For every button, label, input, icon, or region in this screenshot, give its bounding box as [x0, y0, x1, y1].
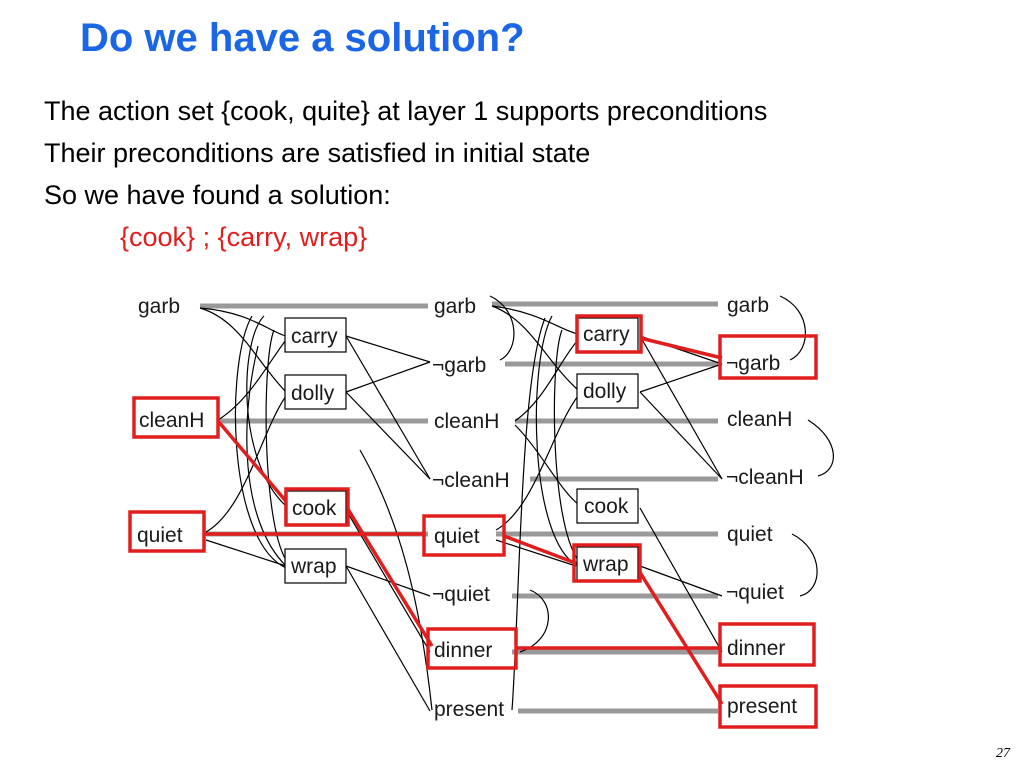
text-line-2: Their preconditions are satisfied in ini… [44, 138, 591, 168]
node-dolly-1: dolly [291, 382, 335, 405]
node-notgarb-2: ¬garb [726, 352, 780, 375]
action-layer-2: carry dolly cook wrap [576, 317, 639, 582]
node-garb-0: garb [138, 295, 180, 318]
node-dinner-2: dinner [727, 637, 785, 660]
text-line-1: The action set {cook, quite} at layer 1 … [44, 96, 768, 126]
node-present-2: present [727, 695, 797, 718]
state-layer-2: garb ¬garb cleanH ¬cleanH quiet ¬quiet d… [726, 294, 804, 718]
slide-title: Do we have a solution? [80, 16, 525, 60]
state-layer-0: garb cleanH quiet [137, 295, 204, 547]
solution-text: {cook} ; {carry, wrap} [120, 222, 368, 252]
node-notcleanH-2: ¬cleanH [726, 466, 804, 489]
node-wrap-1: wrap [290, 555, 337, 578]
node-dinner-1: dinner [434, 639, 492, 662]
node-cleanH-1: cleanH [434, 410, 499, 433]
node-notquiet-1: ¬quiet [432, 583, 490, 606]
node-quiet-1: quiet [434, 525, 480, 548]
node-notgarb-1: ¬garb [432, 354, 486, 377]
node-carry-1: carry [291, 325, 338, 348]
page-number: 27 [996, 746, 1010, 761]
node-notquiet-2: ¬quiet [726, 581, 784, 604]
solution-boxes [128, 314, 818, 729]
node-garb-2: garb [727, 294, 769, 317]
node-notcleanH-1: ¬cleanH [432, 469, 510, 492]
node-wrap-2: wrap [582, 553, 629, 576]
node-cook-1: cook [292, 497, 337, 520]
node-quiet-0: quiet [137, 524, 183, 547]
node-cleanH-0: cleanH [139, 409, 204, 432]
node-garb-1: garb [434, 295, 476, 318]
node-cook-2: cook [584, 495, 629, 518]
node-carry-2: carry [583, 323, 630, 346]
node-cleanH-2: cleanH [727, 408, 792, 431]
node-quiet-2: quiet [727, 523, 773, 546]
solution-lines [204, 336, 724, 705]
node-present-1: present [434, 698, 504, 721]
text-line-3: So we have found a solution: [44, 180, 391, 210]
action-layer-1: carry dolly cook wrap [284, 317, 347, 584]
state-layer-1: garb ¬garb cleanH ¬cleanH quiet ¬quiet d… [432, 295, 510, 721]
node-dolly-2: dolly [583, 380, 627, 403]
